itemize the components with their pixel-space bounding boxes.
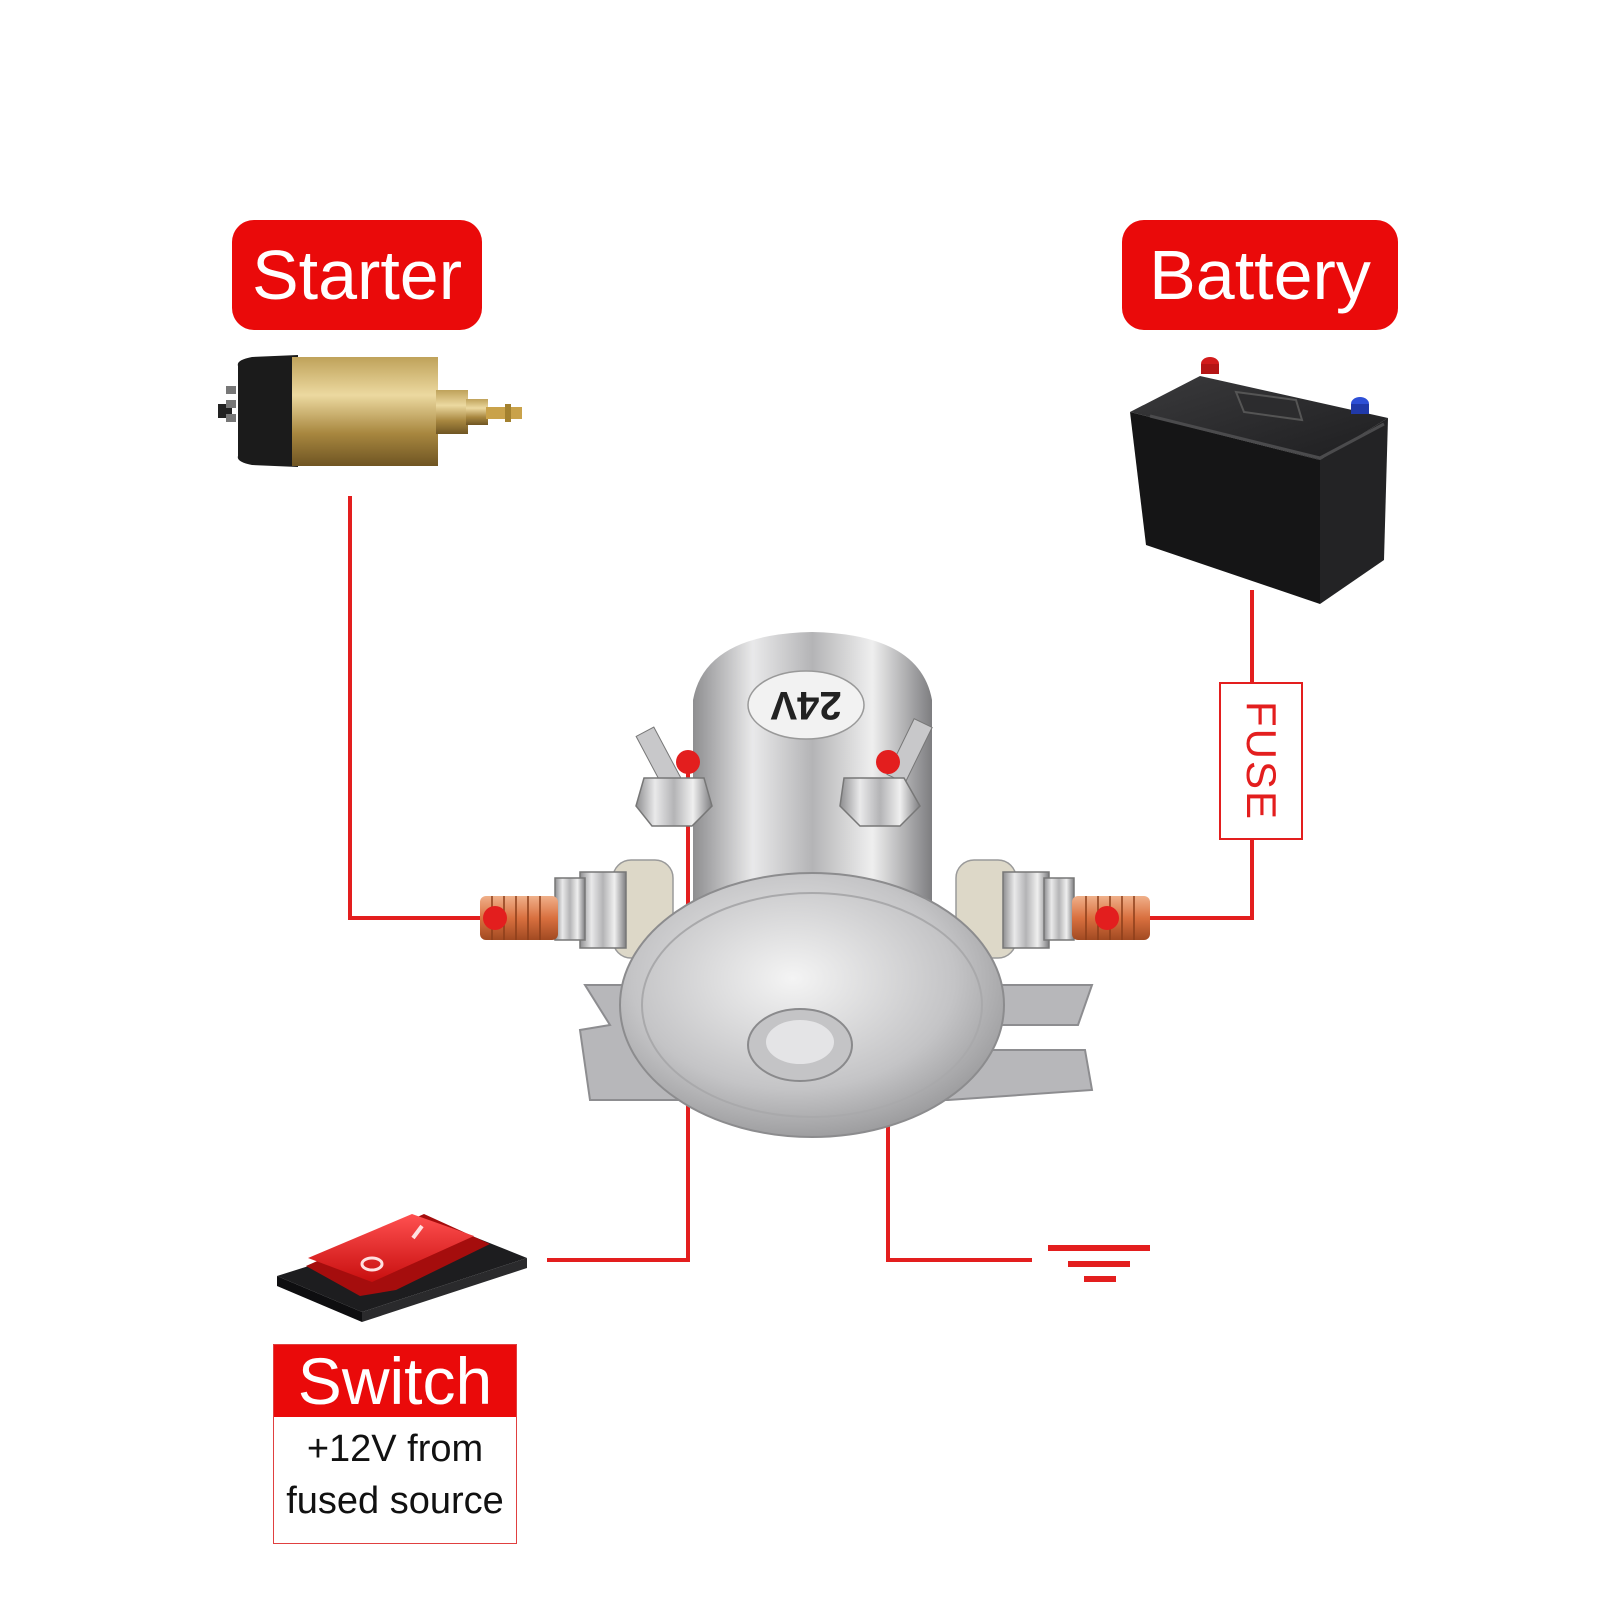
solenoid-rating-text: 24V [770, 683, 841, 727]
connection-points [483, 750, 1119, 930]
switch-description: +12V from fused source [274, 1417, 516, 1527]
switch-desc-line1: +12V from [306, 1428, 484, 1470]
wire-battery-lower [1108, 840, 1254, 920]
battery-icon [1130, 357, 1388, 604]
connection-switch-terminal [676, 750, 700, 774]
battery-label-text: Battery [1149, 236, 1371, 314]
fuse-box: FUSE [1219, 682, 1303, 840]
connection-battery-stud [1095, 906, 1119, 930]
fuse-label: FUSE [1238, 700, 1285, 821]
switch-title: Switch [274, 1345, 516, 1417]
relay-solenoid-icon [480, 632, 1150, 1138]
switch-desc-line2: fused source [286, 1480, 504, 1522]
connection-starter-stud [483, 906, 507, 930]
starter-label: Starter [232, 220, 482, 330]
ground-icon [1048, 1245, 1150, 1282]
starter-solenoid-icon [218, 355, 522, 467]
starter-label-text: Starter [251, 236, 463, 314]
rocker-switch-icon [277, 1214, 527, 1322]
switch-card: Switch +12V from fused source [273, 1344, 517, 1544]
connection-ground-terminal [876, 750, 900, 774]
battery-label: Battery [1122, 220, 1398, 330]
wire-starter [348, 496, 492, 920]
